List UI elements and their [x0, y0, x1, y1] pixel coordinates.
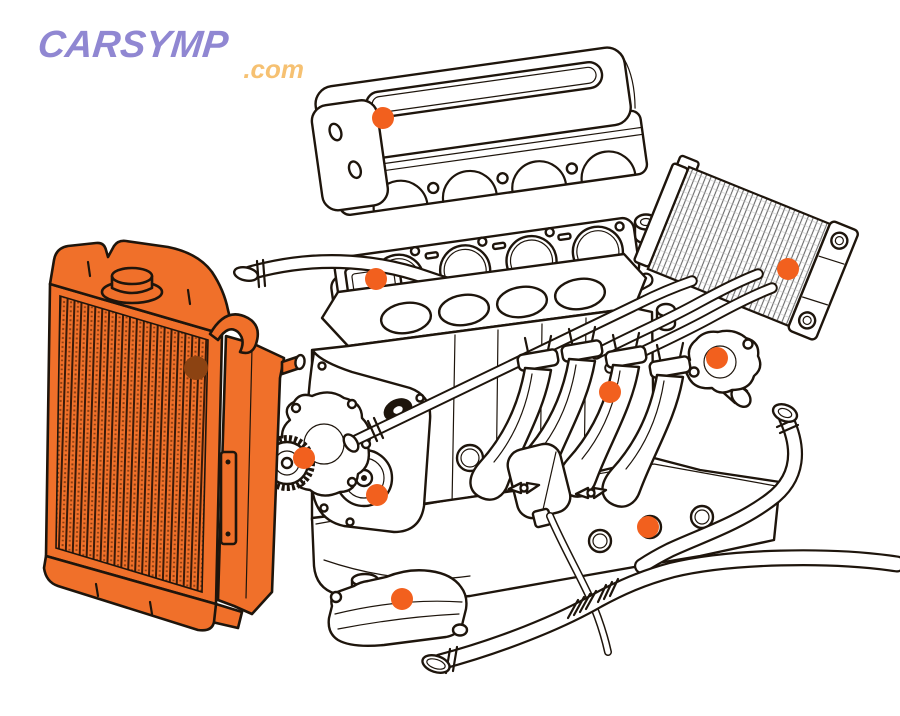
- upper-radiator-hose: [232, 260, 646, 297]
- marker-engine-block[interactable]: [366, 484, 388, 506]
- wing-bolts: [507, 481, 608, 500]
- logo-tld-text: .com: [243, 54, 304, 84]
- marker-thermostat[interactable]: [706, 347, 728, 369]
- marker-radiator[interactable]: [184, 356, 208, 380]
- marker-intake-manifold[interactable]: [599, 381, 621, 403]
- marker-expansion-tank[interactable]: [391, 588, 413, 610]
- intake-manifold: [469, 325, 692, 529]
- bypass-pipe: [342, 281, 692, 453]
- marker-heater-core[interactable]: [777, 258, 799, 280]
- valve-cover-assembly: [310, 46, 649, 216]
- marker-head-gasket[interactable]: [365, 268, 387, 290]
- heater-hose: [642, 403, 800, 566]
- marker-core-plug[interactable]: [637, 516, 659, 538]
- radiator: [42, 239, 306, 632]
- resonator-box: [506, 442, 572, 529]
- thermostat: [684, 329, 762, 408]
- part-markers: [184, 107, 799, 610]
- lower-radiator-hose: [421, 558, 897, 675]
- marker-water-pump[interactable]: [293, 447, 315, 469]
- site-logo[interactable]: CARSYMP .com: [36, 24, 318, 82]
- marker-valve-cover[interactable]: [372, 107, 394, 129]
